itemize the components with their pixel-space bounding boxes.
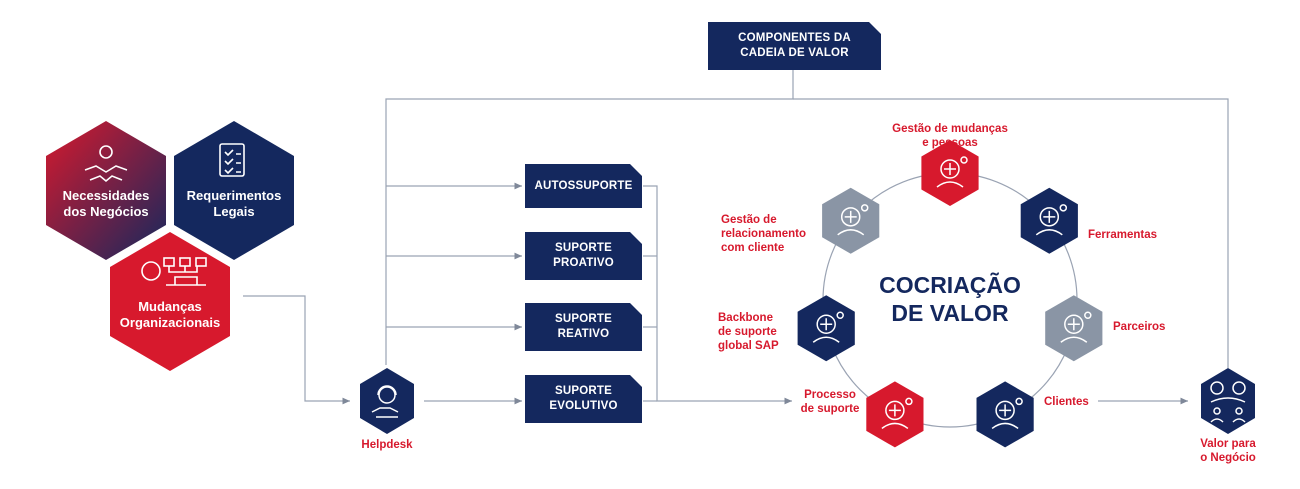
support-box-label: SUPORTE REATIVO — [555, 313, 612, 340]
node-label-ferramentas: Ferramentas — [1088, 229, 1158, 241]
helpdesk-label: Helpdesk — [361, 439, 413, 451]
corner-fold — [869, 22, 881, 34]
cocreation-node-1 — [921, 140, 979, 206]
node-label-backbone: Backbone de suporte global SAP — [718, 312, 779, 352]
helpdesk-node — [360, 368, 414, 434]
cocreation-node-5 — [866, 381, 924, 448]
handshake-icon — [84, 145, 128, 183]
support-box-label: SUPORTE EVOLUTIVO — [549, 385, 618, 412]
corner-fold — [630, 303, 642, 315]
hex-requerimentos — [174, 121, 294, 260]
idea-puzzle-icon — [936, 156, 968, 188]
support-box-label: AUTOSSUPORTE — [534, 179, 633, 192]
valor-negocio-label: Valor para o Negócio — [1200, 438, 1256, 464]
cocreation-nodes — [797, 140, 1103, 448]
necessidades-label: Necessidades dos Negócios — [62, 188, 150, 219]
cocreation-node-6 — [797, 295, 855, 362]
support-box-autossuporte: AUTOSSUPORTE — [525, 164, 642, 208]
support-box-proativo: SUPORTE PROATIVO — [525, 232, 642, 280]
node-label-relacionamento: Gestão de relacionamento com cliente — [721, 214, 806, 254]
cocreation-title: COCRIAÇÃO DE VALOR — [879, 272, 1021, 326]
input-hexagons — [46, 121, 294, 371]
top-frame-line — [385, 70, 794, 365]
top-frame-right-line — [793, 98, 1229, 368]
support-box-reativo: SUPORTE REATIVO — [525, 303, 642, 351]
cocreation-node-2 — [1020, 187, 1078, 254]
node-label-gestao-mudancas: Gestão de mudanças e pessoas — [892, 123, 1008, 149]
process-flow-icon — [881, 397, 913, 430]
currency-exchange-icon — [1210, 381, 1246, 423]
value-chain-components-box: COMPONENTES DA CADEIA DE VALOR — [708, 22, 881, 70]
support-box-evolutivo: SUPORTE EVOLUTIVO — [525, 375, 642, 423]
hex-necessidades — [46, 121, 166, 260]
support-box-label: SUPORTE PROATIVO — [553, 242, 614, 269]
node-label-clientes: Clientes — [1044, 396, 1089, 408]
support-bracket-line — [643, 185, 792, 405]
mudancas-to-helpdesk-line — [243, 295, 350, 405]
corner-fold — [630, 164, 642, 176]
cocreation-node-3 — [1045, 295, 1103, 362]
mudancas-label: Mudanças Organizacionais — [119, 299, 221, 330]
globe-circuit-icon — [812, 311, 844, 343]
cocreation-node-4 — [976, 381, 1034, 448]
handshake-people-icon — [1060, 311, 1092, 343]
org-chart-icon — [141, 257, 207, 286]
node-label-parceiros: Parceiros — [1113, 321, 1166, 333]
corner-fold — [630, 232, 642, 244]
chat-user-icon — [837, 204, 869, 236]
gear-tools-icon — [1035, 204, 1068, 236]
network-people-icon — [991, 397, 1023, 430]
requerimentos-label: Requerimentos Legais — [186, 188, 282, 219]
value-chain-components-label: COMPONENTES DA CADEIA DE VALOR — [738, 32, 851, 59]
node-label-processo: Processo de suporte — [800, 389, 860, 415]
output-node — [1201, 368, 1255, 434]
checklist-icon — [219, 143, 245, 177]
corner-fold — [630, 375, 642, 387]
cocreation-node-7 — [822, 187, 880, 254]
headset-hand-icon — [371, 385, 399, 418]
